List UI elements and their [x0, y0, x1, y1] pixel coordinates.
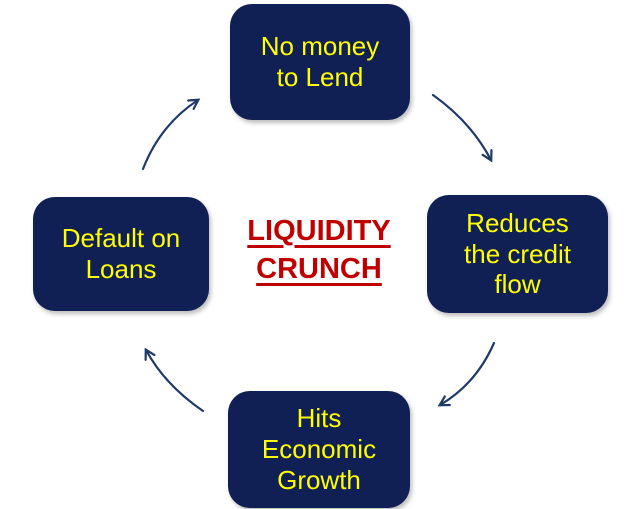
arrow-right-to-bottom-icon: [440, 341, 496, 405]
node-reduces-credit-flow: Reduces the credit flow: [427, 195, 608, 313]
diagram-title: LIQUIDITY CRUNCH: [247, 215, 391, 285]
arrow-left-to-top-icon: [141, 100, 198, 171]
node-label: No money to Lend: [260, 31, 380, 92]
node-label: Default on Loans: [61, 223, 181, 284]
node-default-on-loans: Default on Loans: [33, 197, 209, 311]
arrow-bottom-to-left-icon: [146, 350, 205, 413]
node-label: Hits Economic Growth: [261, 403, 377, 495]
node-hits-economic-growth: Hits Economic Growth: [228, 391, 410, 508]
arrow-top-to-right-icon: [431, 93, 491, 160]
node-no-money-to-lend: No money to Lend: [230, 4, 410, 120]
node-label: Reduces the credit flow: [464, 207, 571, 300]
